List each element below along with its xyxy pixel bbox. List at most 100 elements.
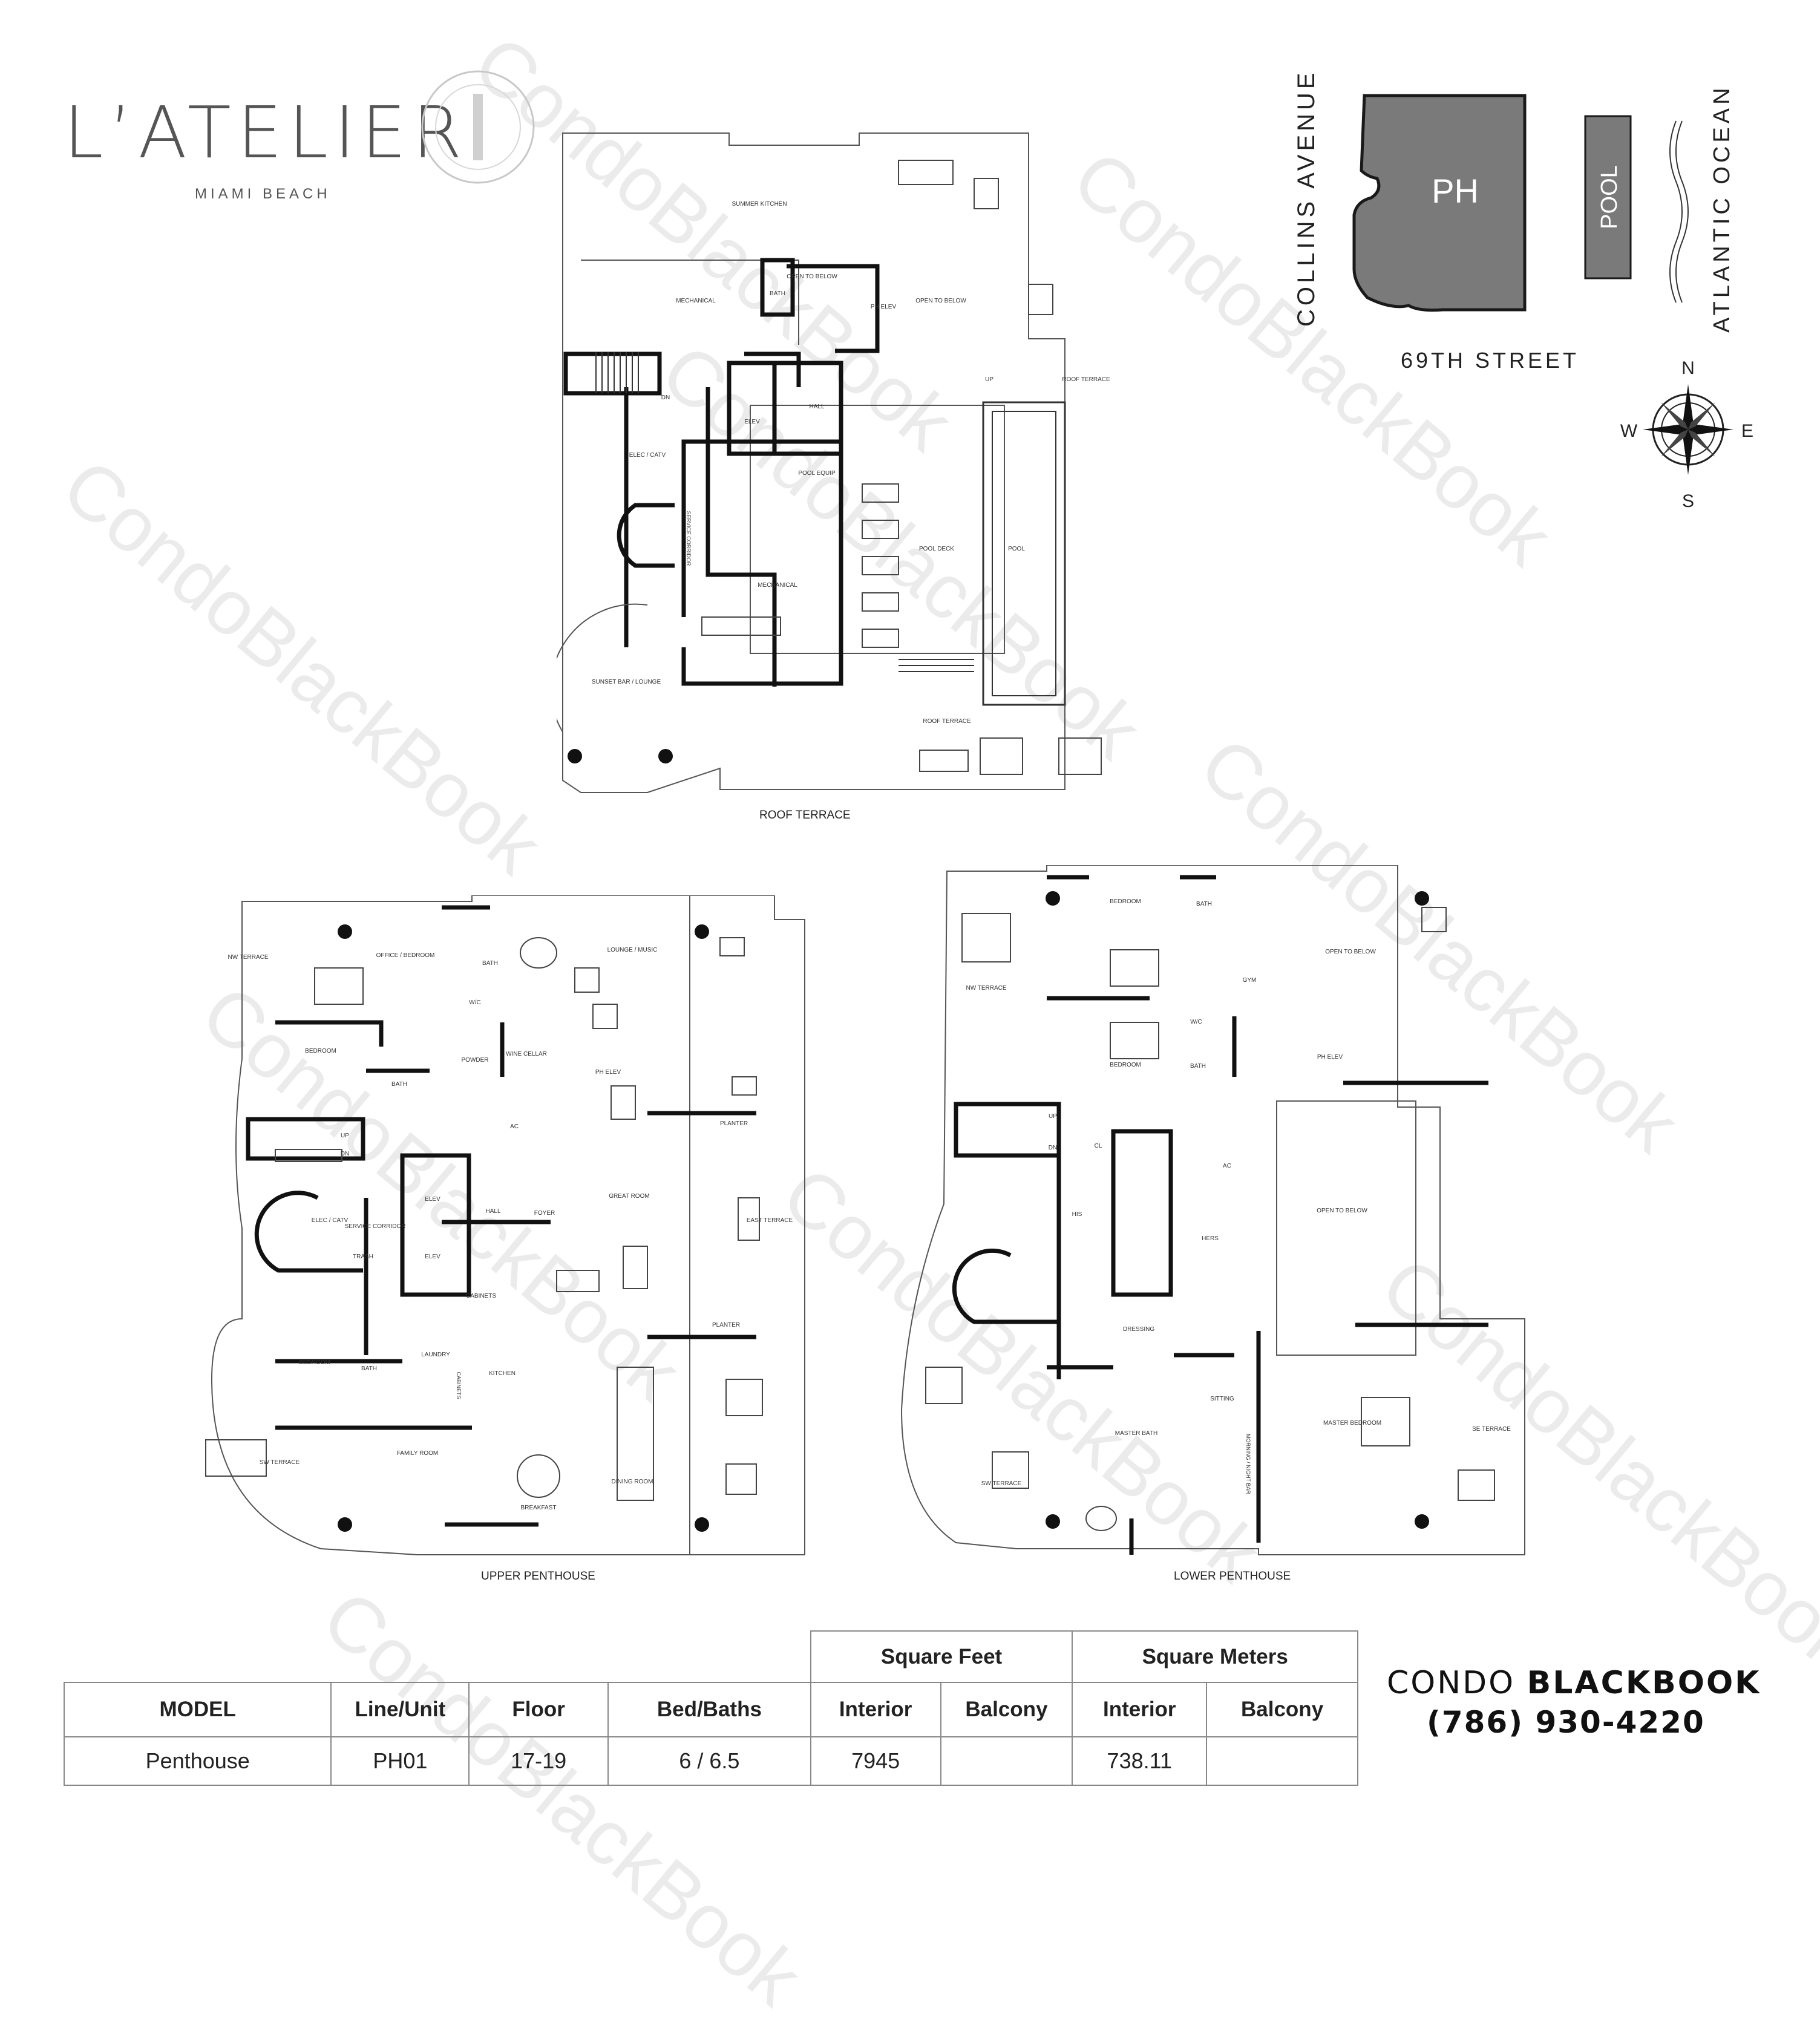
label-bath: BATH: [361, 1365, 377, 1372]
label-ph-elev: PH ELEV: [871, 304, 897, 310]
header-model: MODEL: [63, 1682, 332, 1737]
label-master-bath: MASTER BATH: [1115, 1430, 1157, 1437]
label-laundry: LAUNDRY: [421, 1351, 450, 1358]
atlantic-ocean-label: ATLANTIC OCEAN: [1709, 84, 1735, 333]
label-service-corridor: SERVICE CORRIDOR: [686, 511, 692, 566]
label-powder: POWDER: [462, 1057, 489, 1064]
label-planter: PLANTER: [712, 1322, 740, 1329]
label-nw-terrace: NW TERRACE: [966, 985, 1006, 992]
label-elev: ELEV: [744, 419, 760, 425]
label-ac: AC: [510, 1123, 519, 1130]
compass-s: S: [1682, 491, 1694, 511]
label-sunset-bar: SUNSET BAR / LOUNGE: [592, 679, 661, 685]
label-sw-terrace: SW TERRACE: [981, 1480, 1022, 1487]
label-sw-terrace: SW TERRACE: [260, 1459, 300, 1466]
label-bath: BATH: [770, 290, 785, 297]
label-kitchen: KITCHEN: [489, 1370, 516, 1377]
label-mechanical: MECHANICAL: [676, 298, 716, 304]
label-up: UP: [341, 1132, 349, 1139]
cell-line-unit: PH01: [330, 1736, 470, 1786]
label-breakfast: BREAKFAST: [521, 1505, 557, 1511]
logo-title: L’ATELIER: [64, 91, 468, 174]
label-trash: TRASH: [353, 1253, 373, 1260]
label-up: UP: [1049, 1113, 1057, 1120]
label-bath: BATH: [391, 1081, 407, 1088]
label-mechanical: MECHANICAL: [758, 582, 797, 589]
header-square-feet: Square Feet: [810, 1630, 1073, 1683]
label-wic: W/C: [1190, 1019, 1202, 1025]
label-se-terrace: SE TERRACE: [1472, 1426, 1511, 1433]
label-office-bedroom: OFFICE / BEDROOM: [376, 952, 435, 959]
ph-building-block: [1352, 94, 1527, 312]
label-elev: ELEV: [425, 1196, 440, 1203]
label-roof-terrace: ROOF TERRACE: [923, 718, 971, 725]
label-wic: W/C: [469, 999, 480, 1006]
header-line-unit: Line/Unit: [330, 1682, 470, 1737]
pool-label: POOL: [1597, 165, 1622, 229]
caption-upper-penthouse: UPPER PENTHOUSE: [481, 1570, 595, 1583]
cell-bed-baths: 6 / 6.5: [607, 1736, 811, 1786]
label-up: UP: [985, 376, 993, 383]
label-service-corridor: SERVICE CORRIDOR: [345, 1223, 406, 1230]
label-bedroom: BEDROOM: [299, 1359, 330, 1366]
cell-balcony-sqft: [940, 1736, 1073, 1786]
label-hall: HALL: [809, 404, 824, 410]
header-square-meters: Square Meters: [1072, 1630, 1358, 1683]
label-hers: HERS: [1202, 1235, 1219, 1242]
label-ph-elev: PH ELEV: [595, 1069, 621, 1076]
cell-floor: 17-19: [468, 1736, 609, 1786]
label-family-room: FAMILY ROOM: [397, 1450, 439, 1457]
69th-street-label: 69TH STREET: [1401, 348, 1579, 373]
label-pool: POOL: [1008, 546, 1025, 552]
label-lounge-music: LOUNGE / MUSIC: [607, 947, 658, 953]
header-balcony-sqft: Balcony: [940, 1682, 1073, 1737]
caption-lower-penthouse: LOWER PENTHOUSE: [1174, 1570, 1291, 1583]
label-east-terrace: EAST TERRACE: [747, 1217, 793, 1224]
cell-balcony-sqm: [1206, 1736, 1358, 1786]
roof-terrace-plan: SUMMER KITCHEN MECHANICAL OPEN TO BELOW …: [557, 132, 1110, 793]
label-roof-terrace: ROOF TERRACE: [1062, 376, 1110, 383]
caption-roof-terrace: ROOF TERRACE: [759, 809, 851, 822]
label-bedroom: BEDROOM: [1110, 898, 1141, 905]
label-gym: GYM: [1243, 977, 1257, 984]
collins-avenue-label: COLLINS AVENUE: [1293, 73, 1320, 327]
label-his: HIS: [1072, 1211, 1082, 1218]
compass-w: W: [1620, 421, 1638, 441]
header-interior-sqm: Interior: [1072, 1682, 1208, 1737]
label-cabinets: CABINETS: [466, 1293, 496, 1299]
label-open-below: OPEN TO BELOW: [1317, 1208, 1367, 1214]
label-ph-elev: PH ELEV: [1317, 1054, 1343, 1061]
pool-block: [1584, 115, 1632, 279]
header-balcony-sqm: Balcony: [1206, 1682, 1358, 1737]
brand-name: CONDO BLACKBOOK: [1387, 1665, 1761, 1701]
label-bath: BATH: [1190, 1063, 1206, 1070]
lower-penthouse-plan: BEDROOM BATH OPEN TO BELOW NW TERRACE GY…: [900, 865, 1525, 1555]
logo-subtitle: MIAMI BEACH: [195, 186, 331, 202]
compass-icon: [1643, 384, 1733, 475]
brand-name-light: CONDO: [1387, 1665, 1516, 1701]
label-great-room: GREAT ROOM: [609, 1193, 649, 1200]
brand-name-bold: BLACKBOOK: [1527, 1665, 1761, 1701]
label-dressing: DRESSING: [1123, 1326, 1154, 1333]
label-cabinets: CABINETS: [456, 1371, 462, 1399]
header-interior-sqft: Interior: [810, 1682, 941, 1737]
label-summer-kitchen: SUMMER KITCHEN: [732, 201, 787, 208]
site-map: COLLINS AVENUE PH POOL ATLANTIC OCEAN 69…: [1293, 73, 1753, 511]
label-dn: DN: [661, 394, 670, 401]
label-bath: BATH: [1196, 901, 1212, 907]
header-bed-baths: Bed/Baths: [607, 1682, 811, 1737]
compass-e: E: [1741, 421, 1753, 441]
cell-interior-sqm: 738.11: [1072, 1736, 1208, 1786]
brand-phone: (786) 930-4220: [1427, 1705, 1705, 1740]
label-bedroom: BEDROOM: [305, 1048, 336, 1054]
label-planter: PLANTER: [720, 1120, 748, 1127]
label-open-below: OPEN TO BELOW: [787, 273, 837, 280]
label-pool-equip: POOL EQUIP: [798, 470, 836, 477]
label-elev: ELEV: [425, 1253, 440, 1260]
header-floor: Floor: [468, 1682, 609, 1737]
label-open-below: OPEN TO BELOW: [1325, 949, 1376, 955]
label-morning-night-bar: MORNING / NIGHT BAR: [1245, 1434, 1251, 1494]
label-nw-terrace: NW TERRACE: [227, 954, 268, 961]
label-hall: HALL: [485, 1208, 500, 1215]
label-elec: ELEC / CATV: [312, 1217, 349, 1224]
